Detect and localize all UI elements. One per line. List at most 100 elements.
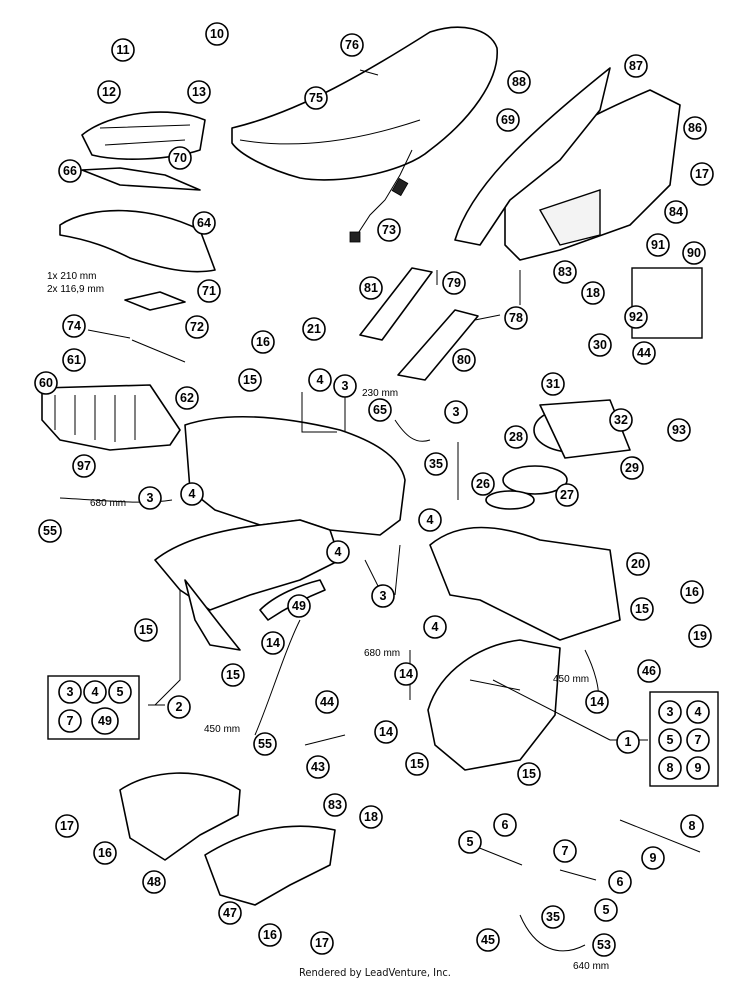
callout-4a: 4 [180, 482, 204, 506]
callout-8: 8 [680, 814, 704, 838]
callout-55d: 55 [253, 732, 277, 756]
dim-text-6: 450 mm [553, 674, 589, 685]
svg-text:35: 35 [429, 457, 443, 471]
dim-text-2: 2x 116,9 mm [47, 284, 104, 295]
callout-83a: 83 [553, 260, 577, 284]
callout-81: 81 [359, 276, 383, 300]
svg-text:35: 35 [546, 910, 560, 924]
svg-text:5: 5 [467, 835, 474, 849]
svg-text:15: 15 [226, 668, 240, 682]
callout-84: 84 [664, 200, 688, 224]
svg-text:27: 27 [560, 488, 574, 502]
svg-text:6: 6 [617, 875, 624, 889]
callout-3c: 3 [444, 400, 468, 424]
svg-text:4: 4 [432, 620, 439, 634]
svg-text:45: 45 [481, 933, 495, 947]
svg-text:79: 79 [447, 276, 461, 290]
svg-text:20: 20 [631, 557, 645, 571]
svg-text:11: 11 [116, 43, 129, 57]
svg-text:15: 15 [139, 623, 153, 637]
svg-text:3: 3 [67, 685, 74, 699]
hose-2 [394, 419, 431, 442]
callout-5a: 5 [458, 830, 482, 854]
ring-27 [502, 465, 568, 495]
svg-text:62: 62 [180, 391, 194, 405]
svg-text:16: 16 [685, 585, 699, 599]
svg-text:14: 14 [266, 636, 280, 650]
callout-62: 62 [175, 386, 199, 410]
callout-43: 43 [306, 755, 330, 779]
bracket-43 [304, 734, 346, 746]
ring-26 [485, 490, 535, 510]
callout-15e: 15 [405, 752, 429, 776]
svg-text:14: 14 [399, 667, 413, 681]
svg-text:16: 16 [256, 335, 270, 349]
lever-8 [619, 819, 701, 853]
callout-72: 72 [185, 315, 209, 339]
dim-text-4: 680 mm [90, 498, 126, 509]
callout-79: 79 [442, 271, 466, 295]
callout-35a: 35 [424, 452, 448, 476]
svg-text:15: 15 [410, 757, 424, 771]
callout-12: 12 [97, 80, 121, 104]
kit-left-callouts: 3 4 5 7 49 [58, 680, 132, 735]
callout-53: 53 [592, 933, 616, 957]
callout-87: 87 [624, 54, 648, 78]
svg-text:4: 4 [189, 487, 196, 501]
svg-text:6: 6 [502, 818, 509, 832]
callout-60: 60 [34, 371, 58, 395]
callout-86: 86 [683, 116, 707, 140]
callout-70: 70 [168, 146, 192, 170]
svg-text:81: 81 [364, 281, 378, 295]
callout-7: 7 [553, 839, 577, 863]
bracket-part [124, 291, 186, 311]
svg-text:60: 60 [39, 376, 53, 390]
callout-3b: 3 [333, 374, 357, 398]
svg-text:76: 76 [345, 38, 359, 52]
headlight-glass-part [81, 167, 201, 191]
callout-93: 93 [667, 418, 691, 442]
callout-76: 76 [340, 33, 364, 57]
svg-text:2: 2 [176, 700, 183, 714]
callout-18b: 18 [359, 805, 383, 829]
pad-81 [359, 267, 433, 341]
callout-4b: 4 [308, 368, 332, 392]
callout-15b: 15 [630, 597, 654, 621]
callout-3d: 3 [371, 584, 395, 608]
svg-text:84: 84 [669, 205, 683, 219]
svg-text:55: 55 [258, 737, 272, 751]
hose-4 [254, 619, 301, 736]
callout-14b: 14 [374, 720, 398, 744]
callout-18a: 18 [581, 281, 605, 305]
svg-text:31: 31 [546, 377, 560, 391]
hose-6 [519, 914, 586, 952]
svg-text:4: 4 [427, 513, 434, 527]
cable-part [349, 149, 413, 243]
svg-text:5: 5 [117, 685, 124, 699]
dim-text-1: 1x 210 mm [47, 271, 96, 282]
svg-text:5: 5 [603, 903, 610, 917]
hose-1 [59, 497, 173, 503]
dim-text-3: 230 mm [362, 388, 398, 399]
callout-4e: 4 [423, 615, 447, 639]
callout-47: 47 [218, 901, 242, 925]
callout-5b: 5 [594, 898, 618, 922]
svg-text:9: 9 [695, 761, 702, 775]
callouts: 10 11 12 13 66 70 64 71 72 74 61 62 60 9… [34, 22, 714, 957]
svg-text:44: 44 [320, 695, 334, 709]
svg-text:30: 30 [593, 338, 607, 352]
svg-text:44: 44 [637, 346, 651, 360]
callout-44b: 44 [315, 690, 339, 714]
seat-part [231, 26, 498, 181]
callout-66: 66 [58, 159, 82, 183]
svg-text:15: 15 [243, 373, 257, 387]
callout-31: 31 [541, 372, 565, 396]
svg-text:47: 47 [223, 906, 237, 920]
callout-16c: 16 [93, 841, 117, 865]
svg-text:97: 97 [77, 459, 91, 473]
svg-text:90: 90 [687, 246, 701, 260]
callout-10: 10 [205, 22, 229, 46]
callout-49: 49 [287, 594, 311, 618]
svg-text:8: 8 [689, 819, 696, 833]
svg-text:92: 92 [629, 310, 643, 324]
